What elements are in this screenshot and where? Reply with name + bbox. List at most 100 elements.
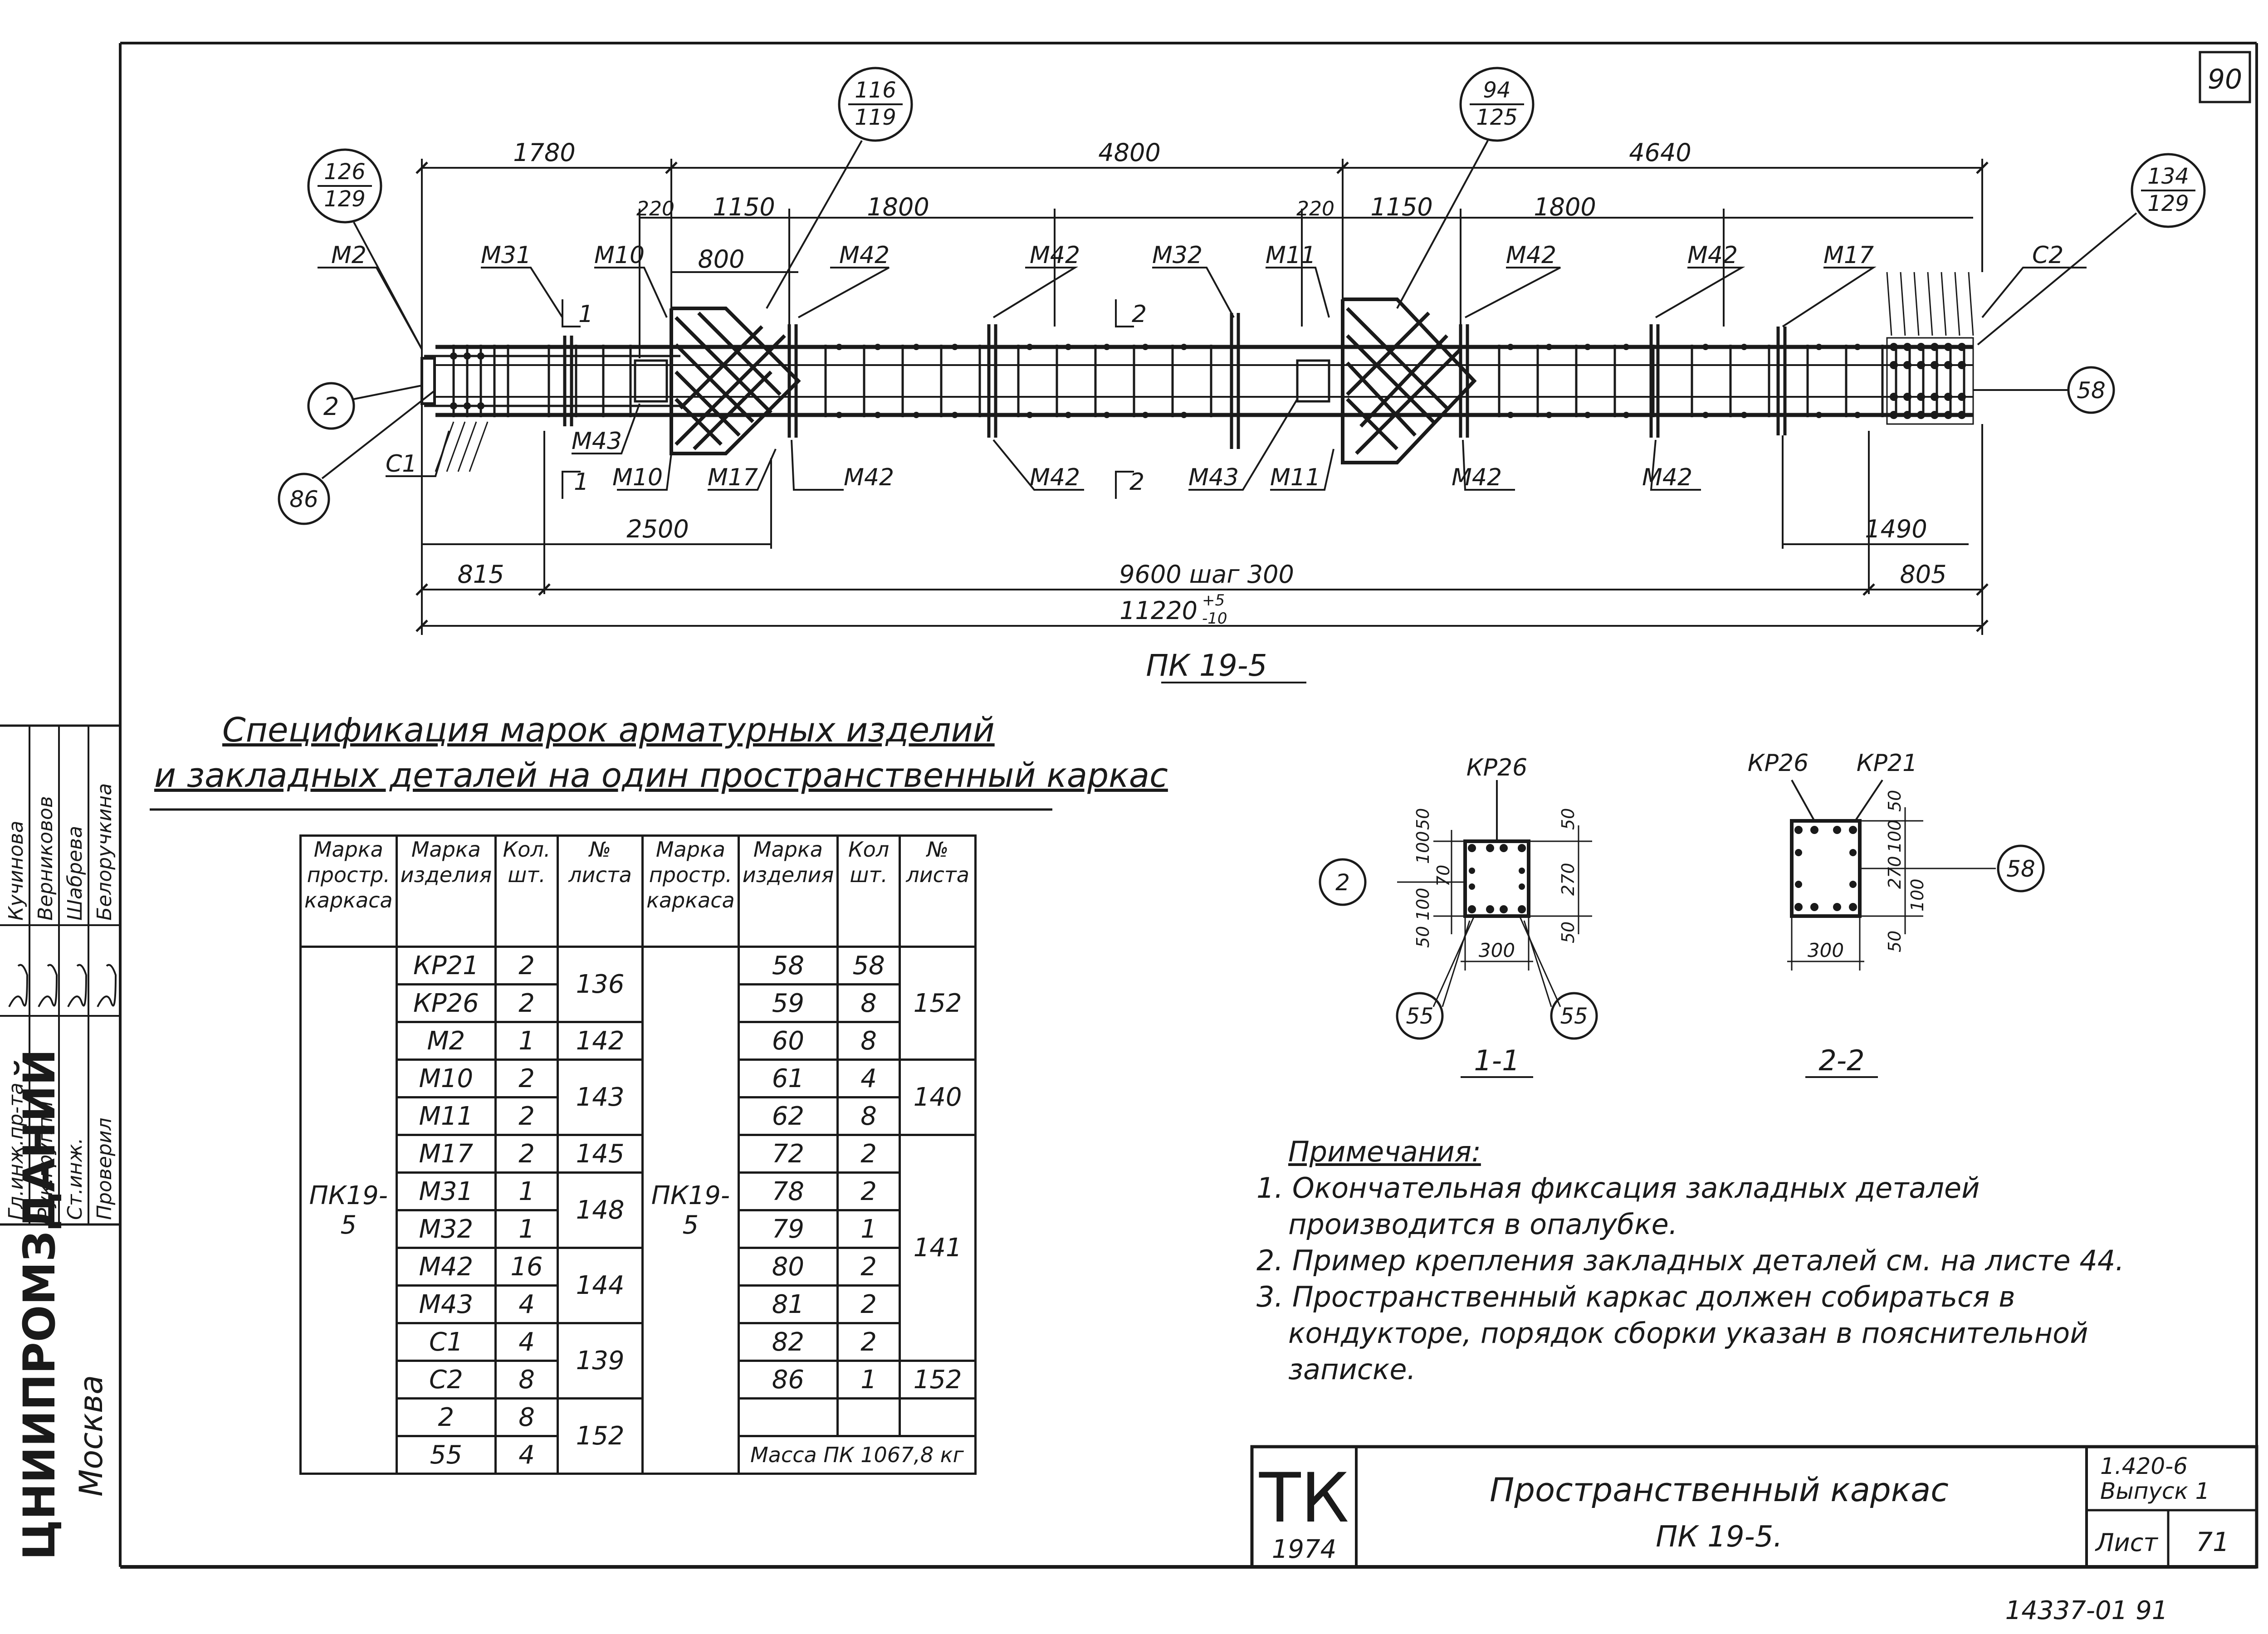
spec-item: 59 — [737, 983, 839, 1023]
section-2-2-kr21: КР21 — [1857, 750, 1917, 777]
svg-text:Гл.инж.пр-та: Гл.инж.пр-та — [5, 1083, 28, 1220]
spec-qty: 4 — [494, 1322, 559, 1362]
svg-text:134: 134 — [2147, 164, 2189, 189]
svg-text:270: 270 — [1885, 856, 1905, 889]
section-mark-2-bottom: 2 — [1129, 468, 1144, 496]
svg-text:300: 300 — [1808, 939, 1844, 961]
spec-item: 86 — [737, 1360, 839, 1400]
side-stamp-signatures — [8, 964, 117, 1007]
svg-text:58: 58 — [2006, 856, 2035, 882]
svg-text:Кучинова: Кучинова — [5, 821, 28, 921]
svg-text:100: 100 — [1413, 831, 1433, 864]
bubble-58: 58 — [2067, 366, 2115, 414]
svg-text:86: 86 — [289, 486, 318, 512]
section-1-1-bars — [1468, 844, 1526, 913]
svg-text:Рук.группы: Рук.группы — [34, 1101, 57, 1220]
svg-text:Проверил: Проверил — [93, 1117, 116, 1220]
svg-text:55: 55 — [1560, 1004, 1588, 1029]
section-2-2 — [1787, 779, 1996, 971]
svg-text:116: 116 — [855, 78, 896, 103]
svg-text:4640: 4640 — [1629, 138, 1691, 167]
spec-item: М42 — [395, 1247, 497, 1287]
svg-text:9600 шаг 300: 9600 шаг 300 — [1119, 560, 1294, 589]
svg-text:1800: 1800 — [1534, 193, 1596, 221]
table-row: М10 2 143 61 4 140 — [301, 1058, 977, 1136]
spec-item: 81 — [737, 1284, 839, 1324]
spec-item: 62 — [737, 1096, 839, 1136]
spec-empty — [737, 1397, 839, 1437]
title-block-sheet-number: 71 — [2196, 1527, 2229, 1557]
spec-item: 61 — [737, 1058, 839, 1098]
spec-qty: 4 — [494, 1284, 559, 1324]
spec-item: М17 — [395, 1134, 497, 1174]
svg-text:М2: М2 — [331, 242, 367, 269]
svg-text:Белоручкина: Белоручкина — [93, 783, 116, 921]
svg-text:800: 800 — [698, 245, 744, 273]
svg-text:300: 300 — [1479, 939, 1515, 961]
svg-text:М17: М17 — [1823, 242, 1874, 269]
table-row: М42 16 144 80 2 — [301, 1247, 976, 1324]
title-block-year: 1974 — [1272, 1535, 1337, 1564]
leader-lines — [318, 140, 2137, 491]
title-block-issue: Выпуск 1 — [2100, 1478, 2209, 1504]
spec-qty: 2 — [494, 1096, 559, 1136]
spec-sheet: 148 — [557, 1171, 644, 1249]
spec-header: Марка простр. каркаса — [641, 834, 740, 948]
spec-sheet: 152 — [557, 1397, 644, 1475]
ref-bubble-116-119: 116 119 — [838, 67, 913, 142]
section-2-2-kr26: КР26 — [1748, 750, 1809, 777]
svg-text:50: 50 — [1413, 808, 1433, 830]
spec-sheet: 145 — [557, 1134, 644, 1174]
svg-text:119: 119 — [855, 105, 896, 130]
svg-text:2: 2 — [323, 392, 339, 421]
svg-text:70: 70 — [1433, 865, 1453, 887]
svg-text:50: 50 — [1413, 926, 1433, 948]
spec-qty: 2 — [494, 1058, 559, 1098]
title-block-title: Пространственный каркас — [1490, 1471, 1949, 1509]
spec-item: М2 — [395, 1021, 497, 1061]
spec-header-row: Марка простр. каркаса Марка изделия Кол.… — [299, 834, 977, 948]
svg-text:55: 55 — [1406, 1004, 1433, 1029]
section-1-1-bubble-55-left: 55 — [1396, 992, 1444, 1040]
title-block-subtitle: ПК 19-5. — [1656, 1520, 1783, 1554]
frame-elevation — [420, 272, 1974, 472]
side-stamp-names: Кучинова Верниковов Шабрева Белоручкина — [5, 783, 116, 921]
spec-qty: 1 — [494, 1171, 559, 1211]
spec-item: 72 — [737, 1134, 839, 1174]
svg-text:1800: 1800 — [867, 193, 929, 221]
spec-title: Спецификация марок арматурных изделий и … — [154, 707, 1168, 798]
table-row: С1 4 139 82 2 — [301, 1322, 976, 1400]
svg-text:М42: М42 — [839, 242, 890, 269]
spec-item: 58 — [737, 946, 839, 985]
svg-text:М10: М10 — [594, 242, 645, 269]
svg-text:Ст.инж.: Ст.инж. — [64, 1138, 87, 1220]
spec-sheet: 152 — [899, 946, 977, 1061]
note-item: 1. Окончательная фиксация закладных дета… — [1256, 1171, 1980, 1241]
spec-qty: 2 — [836, 1134, 901, 1174]
svg-text:М43: М43 — [572, 428, 622, 455]
svg-text:11220: 11220 — [1119, 596, 1198, 625]
dimension-lines — [421, 159, 1983, 635]
spec-qty: 2 — [494, 1134, 559, 1174]
spec-header: Марка изделия — [737, 834, 839, 948]
svg-text:-10: -10 — [1202, 610, 1227, 628]
spec-empty — [836, 1397, 901, 1437]
spec-qty: 1 — [494, 1021, 559, 1061]
spec-qty: 8 — [836, 1021, 901, 1061]
svg-text:805: 805 — [1900, 560, 1946, 589]
table-row: 55 4 Масса ПК 1067,8 кг — [301, 1435, 977, 1475]
svg-text:М42: М42 — [1506, 242, 1556, 269]
section-2-2-bars — [1794, 826, 1857, 911]
svg-text:50: 50 — [1885, 790, 1905, 812]
element-labels-top: М2 М31 М10 М42 М42 М32 М11 М42 М42 М17 С… — [331, 242, 2063, 269]
spec-item: С2 — [395, 1360, 497, 1400]
title-block-frame — [1250, 1445, 2258, 1569]
spec-frame-mark-left: ПК19-5 — [299, 946, 398, 1475]
section-mark-2-top: 2 — [1132, 301, 1147, 328]
svg-text:58: 58 — [2077, 377, 2106, 404]
svg-text:270: 270 — [1558, 863, 1578, 896]
side-stamp-roles: Гл.инж.пр-та Рук.группы Ст.инж. Проверил — [5, 1083, 116, 1220]
title-block-code: ТК — [1259, 1459, 1349, 1538]
spec-item: М11 — [395, 1096, 497, 1136]
svg-text:100: 100 — [1413, 888, 1433, 921]
